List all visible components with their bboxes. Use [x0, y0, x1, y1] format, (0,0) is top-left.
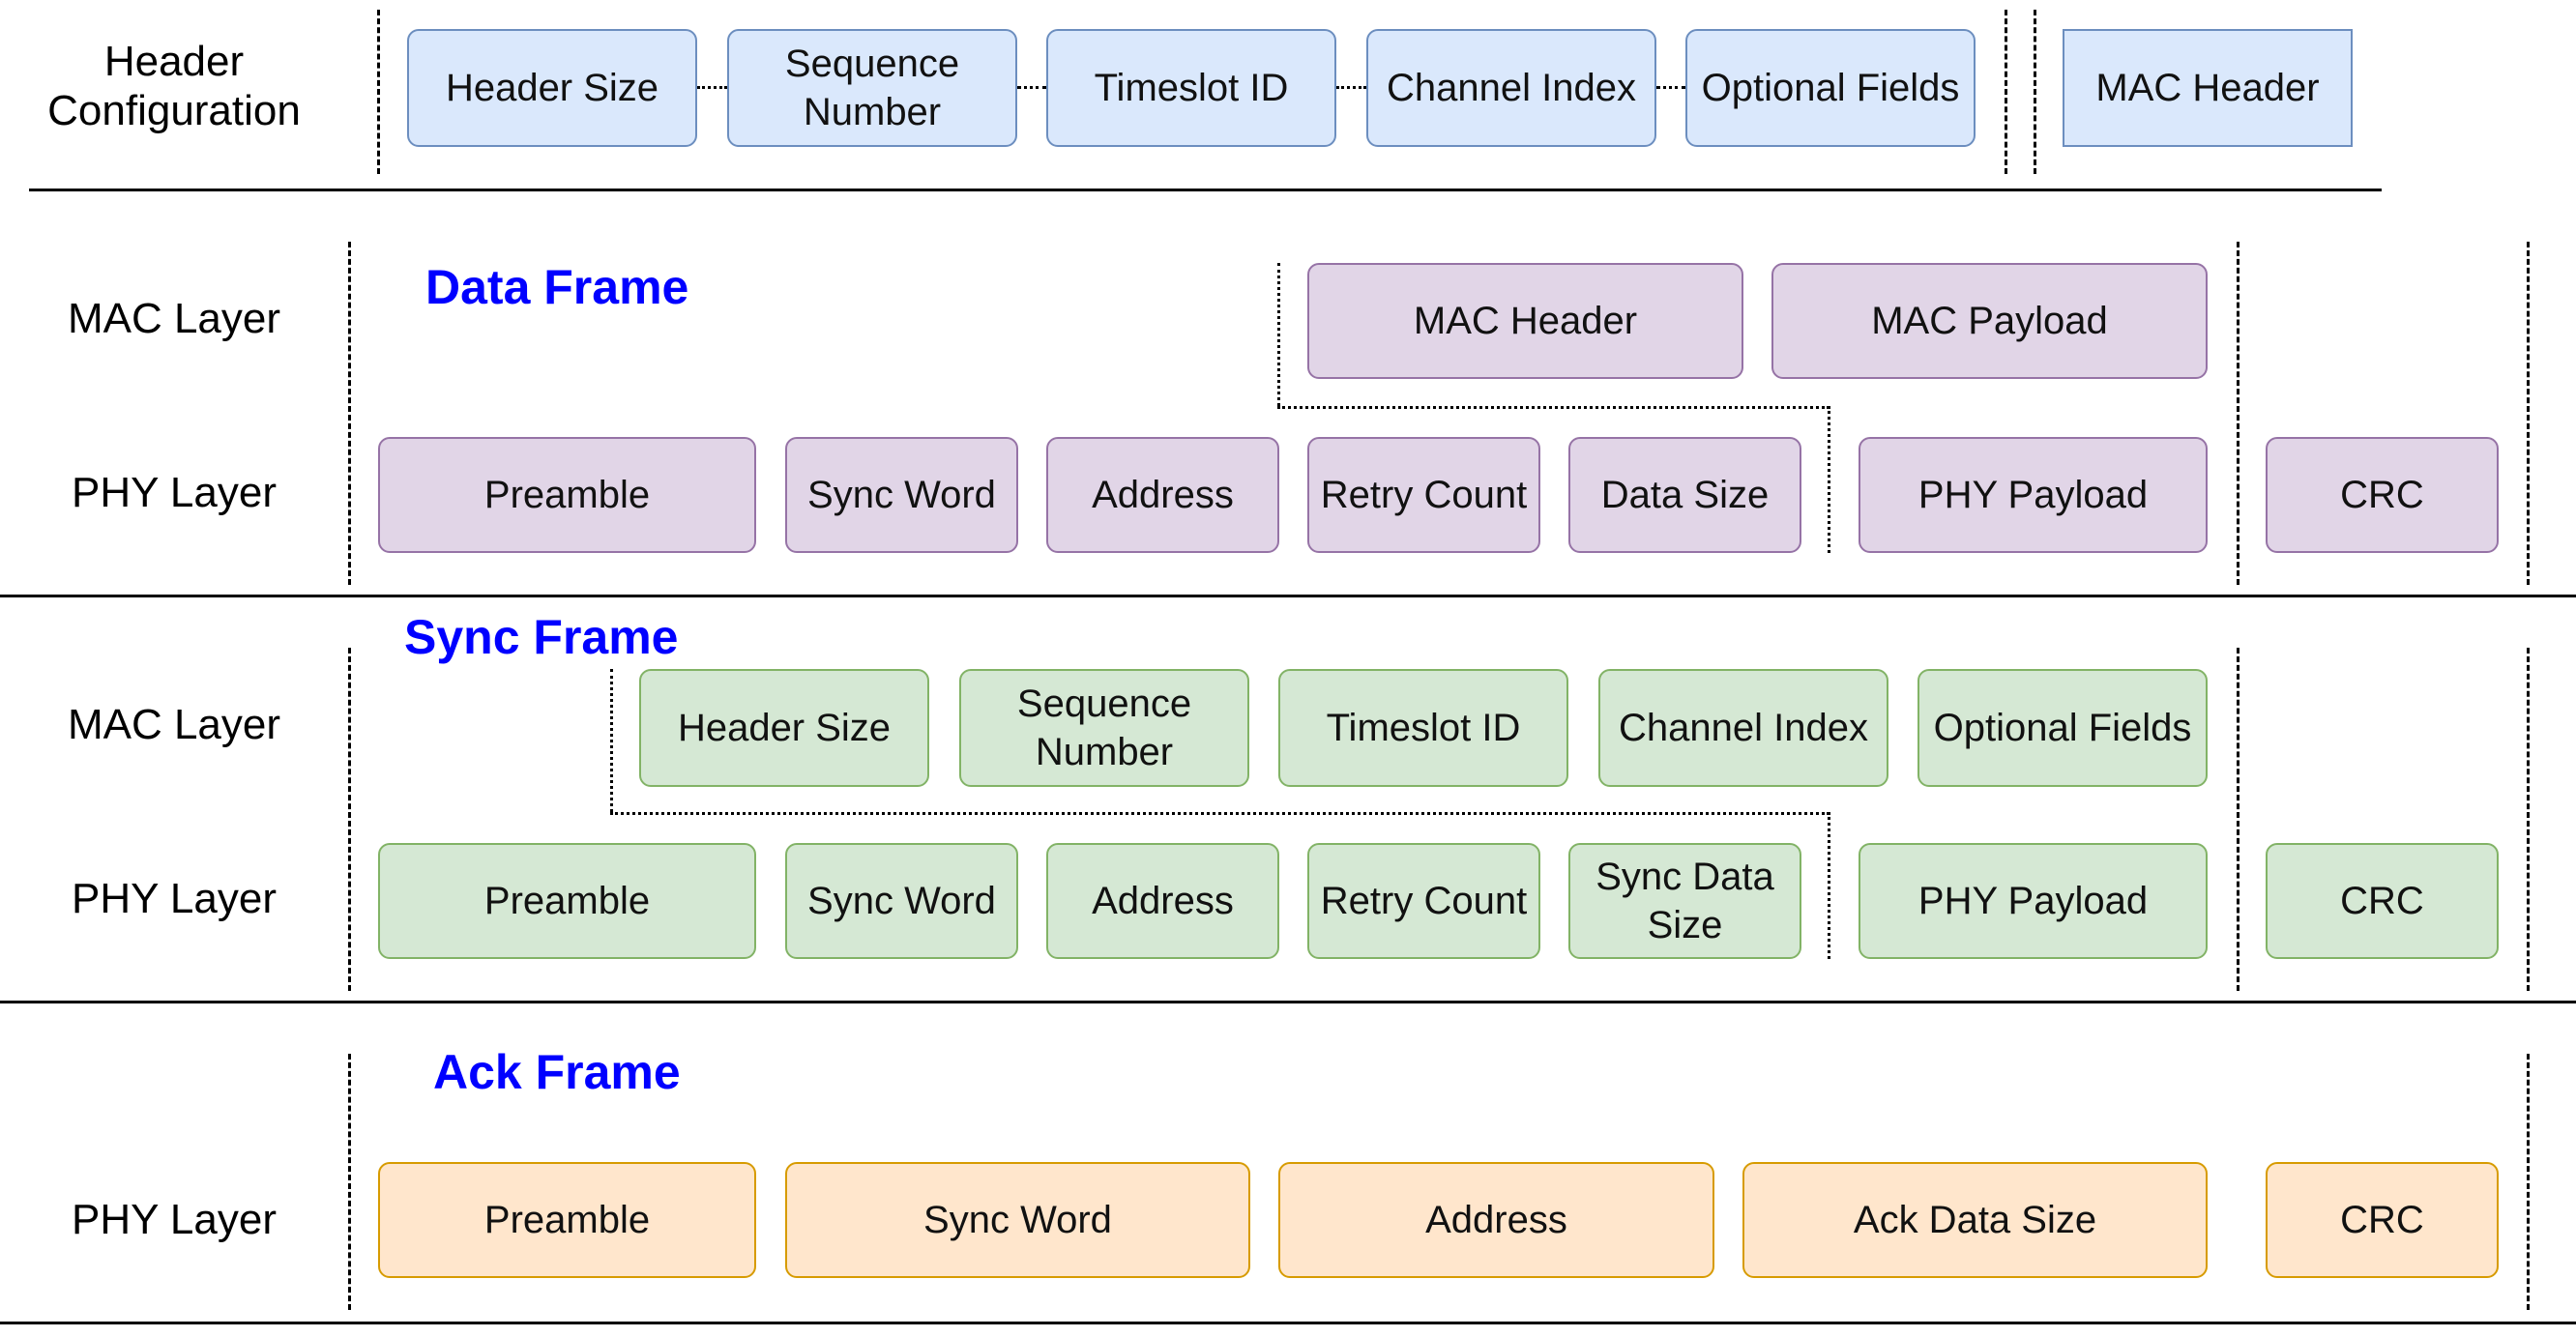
dotted-connector — [1017, 86, 1046, 89]
mac-header-reference: MAC Header — [2063, 29, 2353, 147]
header-config-field: Timeslot ID — [1046, 29, 1336, 147]
section-divider-header — [2034, 10, 2036, 174]
sync-mac-field: Header Size — [639, 669, 929, 787]
section-divider — [348, 1054, 351, 1310]
ack-phy-field: Preamble — [378, 1162, 756, 1278]
sync-mac-field: Sequence Number — [959, 669, 1249, 787]
header-config-field: Optional Fields — [1685, 29, 1976, 147]
row-separator — [0, 595, 2576, 597]
sync-phy-field: CRC — [2266, 843, 2499, 959]
data-phy-field: Preamble — [378, 437, 756, 553]
section-divider — [348, 242, 351, 585]
header-config-field: Channel Index — [1366, 29, 1656, 147]
section-divider — [348, 648, 351, 991]
row-separator — [0, 1322, 2576, 1324]
dotted-connector — [697, 86, 727, 89]
data-phy-field: Data Size — [1568, 437, 1801, 553]
section-divider — [2237, 648, 2239, 991]
sync-mac-field: Timeslot ID — [1278, 669, 1568, 787]
data-mac-field: MAC Header — [1307, 263, 1743, 379]
ack-phy-field: Address — [1278, 1162, 1714, 1278]
sync-mac-bracket — [610, 812, 1830, 815]
dotted-connector — [1336, 86, 1366, 89]
sync-phy-field: Preamble — [378, 843, 756, 959]
mac-header-bracket — [1277, 406, 1830, 409]
sync-phy-field: Retry Count — [1307, 843, 1540, 959]
sync-phy-field: PHY Payload — [1859, 843, 2208, 959]
header-config-field: Sequence Number — [727, 29, 1017, 147]
sync-phy-field: Sync Word — [785, 843, 1018, 959]
data-phy-field: Address — [1046, 437, 1279, 553]
header-config-field: Header Size — [407, 29, 697, 147]
sync-phy-layer-label: PHY Layer — [72, 874, 277, 922]
data-phy-field: CRC — [2266, 437, 2499, 553]
sync-mac-bracket — [1828, 812, 1830, 959]
sync-phy-field: Sync Data Size — [1568, 843, 1801, 959]
sync-mac-bracket — [610, 669, 613, 812]
sync-phy-field: Address — [1046, 843, 1279, 959]
section-divider-header — [2005, 10, 2007, 174]
sync-mac-field: Optional Fields — [1917, 669, 2208, 787]
row-separator — [0, 1001, 2576, 1003]
ack-phy-layer-label: PHY Layer — [72, 1195, 277, 1243]
mac-header-bracket — [1828, 406, 1830, 553]
ack-phy-field: Ack Data Size — [1742, 1162, 2208, 1278]
ack-phy-field: CRC — [2266, 1162, 2499, 1278]
data-phy-layer-label: PHY Layer — [72, 468, 277, 516]
section-divider — [2237, 242, 2239, 585]
section-divider — [2527, 648, 2530, 991]
ack-phy-field: Sync Word — [785, 1162, 1250, 1278]
section-divider — [2527, 1054, 2530, 1310]
sync-frame-title: Sync Frame — [404, 610, 679, 664]
section-divider — [2527, 242, 2530, 585]
mac-header-bracket — [1277, 263, 1280, 406]
data-mac-layer-label: MAC Layer — [67, 294, 281, 342]
header-configuration-label: Header Configuration — [47, 38, 301, 134]
data-phy-field: Retry Count — [1307, 437, 1540, 553]
sync-mac-field: Channel Index — [1598, 669, 1888, 787]
dotted-connector — [1656, 86, 1685, 89]
row-separator — [29, 189, 2382, 191]
sync-mac-layer-label: MAC Layer — [67, 700, 281, 748]
data-frame-title: Data Frame — [425, 260, 689, 314]
section-divider-header — [377, 10, 380, 174]
data-mac-field: MAC Payload — [1771, 263, 2208, 379]
data-phy-field: Sync Word — [785, 437, 1018, 553]
data-phy-field: PHY Payload — [1859, 437, 2208, 553]
ack-frame-title: Ack Frame — [433, 1045, 681, 1099]
